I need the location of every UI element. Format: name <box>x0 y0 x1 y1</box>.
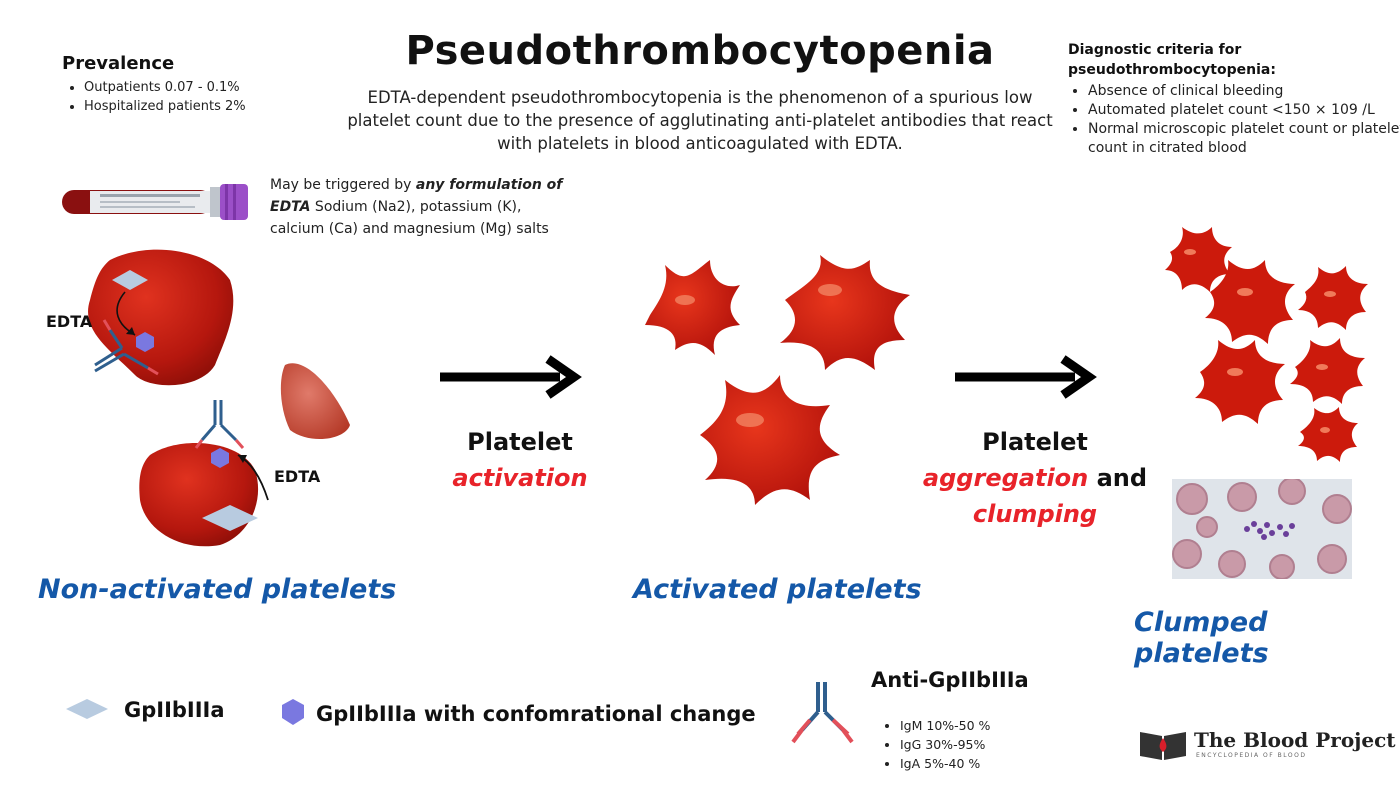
list-item: Hospitalized patients 2% <box>84 97 246 116</box>
trigger-prefix: May be triggered by <box>270 177 416 193</box>
legend-gp-changed-label: GpIIbIIIa with confomrational change <box>316 702 756 726</box>
caption-non-activated: Non-activated platelets <box>38 574 397 605</box>
trigger-emphasis: any formulation of EDTA <box>270 177 563 215</box>
edta-label: EDTA <box>274 467 321 486</box>
step-aggregation-label: Platelet aggregation and clumping <box>915 424 1155 532</box>
edta-label: EDTA <box>46 312 93 331</box>
logo-tagline: ENCYCLOPEDIA OF BLOOD <box>1196 752 1307 759</box>
blood-smear-micrograph <box>1172 479 1352 579</box>
list-item: Absence of clinical bleeding <box>1088 82 1400 101</box>
diagnostic-heading: Diagnostic criteria for pseudothrombocyt… <box>1068 42 1276 78</box>
prevalence-list: Outpatients 0.07 - 0.1% Hospitalized pat… <box>62 78 246 116</box>
list-item: Normal microscopic platelet count or pla… <box>1088 120 1400 158</box>
list-item: IgG 30%-95% <box>900 735 990 754</box>
gp-diamond-icon <box>66 699 108 719</box>
step-line: Platelet <box>982 428 1088 456</box>
trigger-suffix: Sodium (Na2), potassium (K), calcium (Ca… <box>270 199 549 237</box>
arrow-right-icon <box>955 355 1097 399</box>
antibody-heading: Anti-GpIIbIIIa <box>871 668 1029 692</box>
list-item: IgM 10%-50 % <box>900 716 990 735</box>
activated-platelets-illustration <box>645 255 910 505</box>
caption-activated: Activated platelets <box>633 574 922 605</box>
edta-tube-icon <box>62 184 248 220</box>
list-item: IgA 5%-40 % <box>900 754 990 773</box>
step-highlight: activation <box>452 464 588 492</box>
step-and: and <box>1088 464 1148 492</box>
caption-clumped: Clumped platelets <box>1134 607 1269 669</box>
step-line: Platelet <box>467 428 573 456</box>
antibody-list: IgM 10%-50 % IgG 30%-95% IgA 5%-40 % <box>878 716 990 773</box>
antibody-icon <box>791 682 854 744</box>
trigger-note: May be triggered by any formulation of E… <box>270 174 570 240</box>
list-item: Automated platelet count <150 × 109 /L <box>1088 101 1400 120</box>
prevalence-heading: Prevalence <box>62 53 175 74</box>
page-title: Pseudothrombocytopenia <box>405 28 995 74</box>
legend-gp-label: GpIIbIIIa <box>124 698 225 722</box>
arrow-right-icon <box>440 355 582 399</box>
list-item: Outpatients 0.07 - 0.1% <box>84 78 246 97</box>
step-highlight: aggregation <box>922 464 1089 492</box>
step-activation-label: Platelet activation <box>420 424 620 496</box>
diagnostic-list: Absence of clinical bleeding Automated p… <box>1066 82 1400 158</box>
clumped-platelets-illustration <box>1165 227 1368 462</box>
intro-text: EDTA-dependent pseudothrombocytopenia is… <box>347 88 1053 153</box>
non-activated-platelets-illustration <box>88 249 350 547</box>
book-logo-icon <box>1140 732 1186 760</box>
step-highlight: clumping <box>972 500 1098 528</box>
logo-name: The Blood Project <box>1194 728 1396 752</box>
gp-hexagon-icon <box>282 699 304 725</box>
